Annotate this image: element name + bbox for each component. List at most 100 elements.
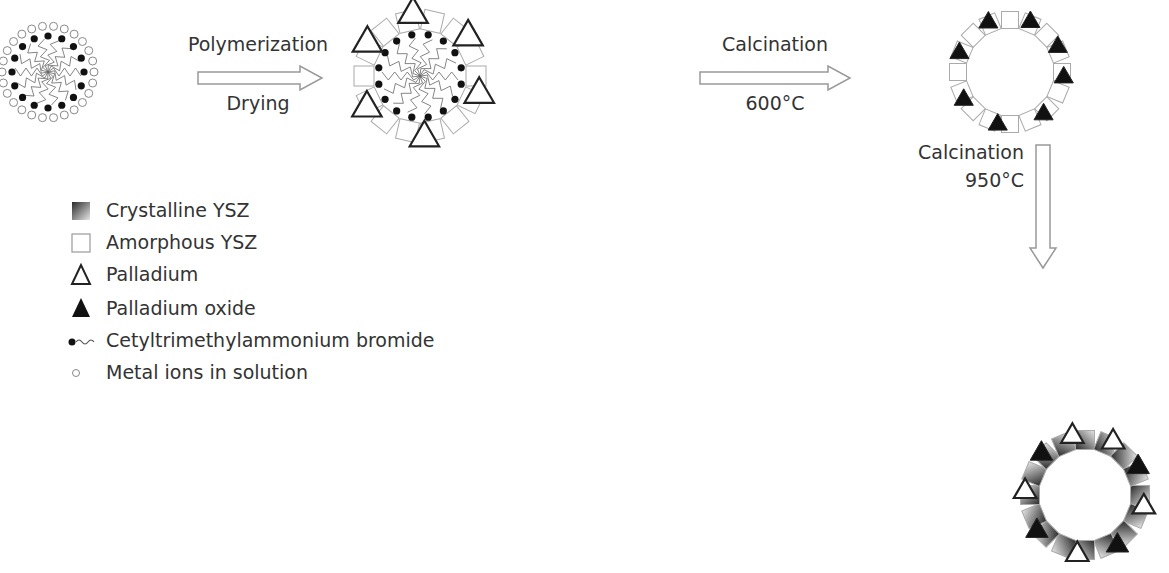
legend-symbol: [69, 339, 76, 346]
metal-ion: [70, 30, 78, 38]
palladium: [453, 20, 482, 46]
surfactant-chain: [388, 56, 421, 77]
surfactant-head: [375, 81, 382, 88]
legend-symbol: [72, 298, 90, 317]
process-arrow: [1030, 145, 1056, 268]
surfactant-head: [78, 82, 85, 89]
palladium-oxide: [1021, 11, 1040, 28]
surfactant-chain: [15, 68, 48, 76]
legend-text: Amorphous YSZ: [106, 232, 257, 253]
surfactant-head: [425, 114, 432, 121]
metal-ion: [60, 25, 68, 33]
palladium-oxide: [1026, 518, 1049, 538]
palladium-oxide: [1054, 66, 1073, 83]
surfactant-head: [440, 107, 447, 114]
metal-ion: [0, 57, 7, 65]
process-arrow: [700, 66, 850, 90]
palladium-oxide: [954, 89, 973, 106]
surfactant-head: [19, 43, 26, 50]
metal-ion: [50, 22, 58, 30]
metal-ion: [0, 79, 7, 87]
metal-ion: [70, 106, 78, 114]
palladium: [410, 121, 439, 147]
metal-ion: [78, 99, 86, 107]
amorphous-ysz: [1035, 97, 1059, 121]
surfactant-chain: [420, 76, 443, 108]
palladium: [353, 26, 382, 52]
surfactant-head: [44, 104, 51, 111]
amorphous-ysz: [1002, 12, 1019, 29]
surfactant-chain: [420, 72, 458, 80]
palladium: [465, 77, 495, 103]
surfactant-head: [11, 55, 18, 62]
metal-ion: [3, 47, 11, 55]
process-arrow: [198, 66, 322, 90]
metal-ion: [38, 114, 46, 122]
surfactant-head: [381, 96, 388, 103]
surfactant-head: [19, 94, 26, 101]
metal-ion: [18, 106, 26, 114]
surfactant-head: [31, 35, 38, 42]
surfactant-head: [44, 32, 51, 39]
surfactant-chain: [382, 72, 420, 80]
surfactant-head: [375, 64, 382, 71]
process-label: Polymerization: [188, 34, 328, 55]
amorphous-ysz: [950, 64, 967, 81]
surfactant-chain: [409, 38, 421, 76]
palladium-oxide: [979, 12, 998, 29]
surfactant-head: [408, 114, 415, 121]
surfactant-head: [408, 31, 415, 38]
legend-text: Palladium oxide: [106, 298, 256, 319]
palladium: [1133, 494, 1156, 514]
process-label: 600°C: [745, 93, 804, 114]
legend-symbol: [76, 340, 94, 344]
palladium-oxide: [1127, 454, 1150, 474]
metal-ion: [10, 37, 18, 45]
palladium-oxide: [1106, 533, 1129, 553]
metal-ion: [18, 30, 26, 38]
metal-ion: [28, 111, 36, 119]
metal-ion: [78, 37, 86, 45]
metal-ion: [50, 114, 58, 122]
palladium: [352, 91, 381, 117]
surfactant-head: [80, 68, 87, 75]
surfactant-head: [451, 49, 458, 56]
surfactant-head: [58, 35, 65, 42]
surfactant-head: [458, 81, 465, 88]
surfactant-head: [70, 94, 77, 101]
surfactant-head: [440, 37, 447, 44]
palladium-oxide: [950, 42, 969, 59]
metal-ion: [85, 47, 93, 55]
metal-ion: [90, 68, 98, 76]
surfactant-chain: [420, 75, 453, 96]
process-label: 950°C: [965, 170, 1024, 191]
metal-ion: [89, 79, 97, 87]
metal-ion: [10, 99, 18, 107]
legend-text: Cetyltrimethylammonium bromide: [106, 330, 435, 351]
legend-symbol: [72, 265, 90, 284]
palladium-oxide: [1048, 36, 1067, 53]
surfactant-head: [8, 68, 15, 75]
palladium: [1061, 423, 1084, 443]
surfactant-head: [458, 64, 465, 71]
legend-symbol: [73, 370, 80, 377]
legend-symbol: [72, 202, 90, 220]
surfactant-head: [11, 82, 18, 89]
surfactant-head: [393, 107, 400, 114]
palladium-oxide: [1030, 441, 1053, 461]
legend-text: Crystalline YSZ: [106, 200, 250, 221]
legend-symbol: [72, 234, 90, 252]
palladium: [1102, 429, 1125, 449]
surfactant-head: [393, 37, 400, 44]
amorphous-ysz: [354, 66, 374, 86]
surfactant-head: [70, 43, 77, 50]
metal-ion: [0, 68, 6, 76]
surfactant-chain: [48, 57, 80, 73]
metal-ion: [28, 25, 36, 33]
surfactant-head: [31, 102, 38, 109]
surfactant-chain: [28, 44, 48, 72]
surfactant-chain: [420, 59, 456, 76]
palladium: [398, 0, 428, 23]
process-label: Drying: [226, 93, 289, 114]
process-label: Calcination: [918, 142, 1024, 163]
